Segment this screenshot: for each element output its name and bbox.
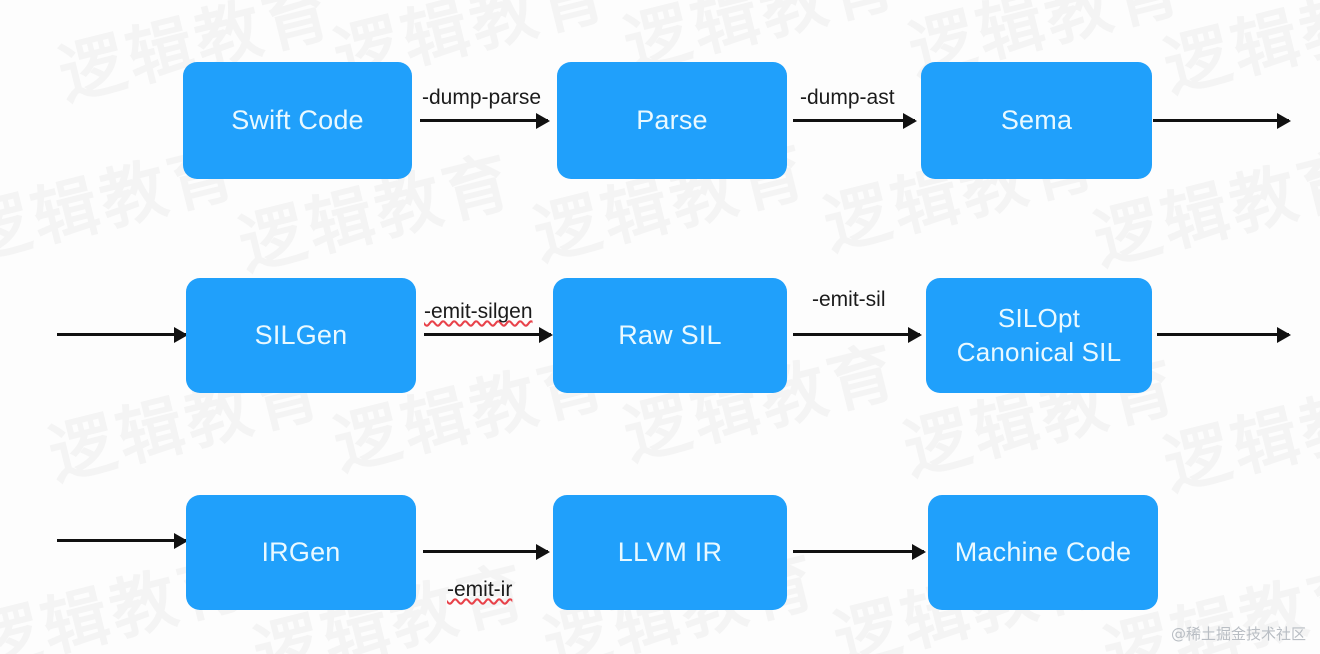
edge-emit-silgen-arrow <box>424 333 551 336</box>
edge-label-dump-parse: -dump-parse <box>422 86 542 109</box>
node-sema[interactable]: Sema <box>921 62 1152 179</box>
edge-label-emit-ir: -emit-ir <box>447 578 513 601</box>
node-swift-code[interactable]: Swift Code <box>183 62 412 179</box>
edge-row2-continue-arrow <box>1157 333 1289 336</box>
edge-row3-incoming-arrow <box>57 539 186 542</box>
edge-llvm-to-machine-arrow <box>793 550 924 553</box>
edge-label-emit-sil: -emit-sil <box>812 288 886 311</box>
node-silopt-canonical-sil[interactable]: SILOpt Canonical SIL <box>926 278 1152 393</box>
node-machine-code[interactable]: Machine Code <box>928 495 1158 610</box>
node-silgen[interactable]: SILGen <box>186 278 416 393</box>
node-label: SILGen <box>254 319 348 350</box>
node-raw-sil[interactable]: Raw SIL <box>553 278 787 393</box>
edge-label-emit-silgen: -emit-silgen <box>424 300 533 323</box>
edge-row1-continue-arrow <box>1153 119 1289 122</box>
background-watermark: 逻辑教育 <box>1156 362 1320 505</box>
edge-label-dump-ast: -dump-ast <box>800 86 895 109</box>
node-label: Raw SIL <box>618 319 722 350</box>
node-label: Machine Code <box>954 536 1132 567</box>
node-label: LLVM IR <box>617 536 723 567</box>
edge-emit-ir-arrow <box>423 550 548 553</box>
edge-dump-parse-arrow <box>420 119 548 122</box>
edge-row2-incoming-arrow <box>57 333 186 336</box>
edge-dump-ast-arrow <box>793 119 915 122</box>
node-label: Swift Code <box>231 104 364 135</box>
background-watermark: 逻辑教育 <box>1156 0 1320 107</box>
corner-watermark: @稀土掘金技术社区 <box>1170 625 1306 643</box>
node-label-line2: Canonical SIL <box>956 336 1122 367</box>
node-label: IRGen <box>261 536 341 567</box>
node-llvm-ir[interactable]: LLVM IR <box>553 495 787 610</box>
node-label-line1: SILOpt <box>997 302 1081 333</box>
node-parse[interactable]: Parse <box>557 62 787 179</box>
node-label: Sema <box>1000 104 1073 135</box>
node-label: Parse <box>636 104 708 135</box>
node-irgen[interactable]: IRGen <box>186 495 416 610</box>
edge-emit-sil-arrow <box>793 333 920 336</box>
